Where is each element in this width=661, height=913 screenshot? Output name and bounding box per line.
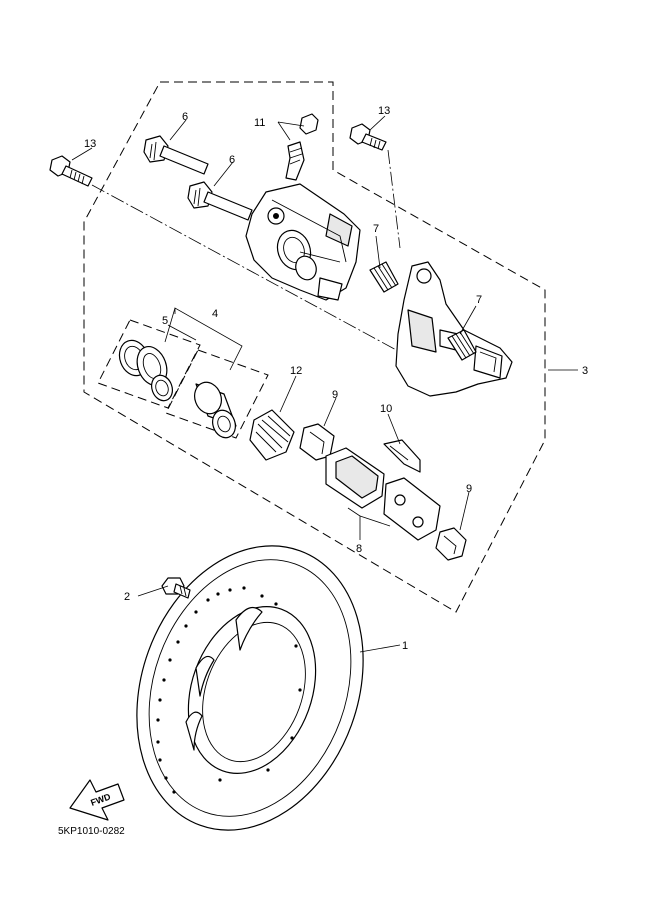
brake-disc [136,545,364,831]
brake-pad-outer [383,477,441,541]
caliper-piston [194,381,237,439]
slide-pin-upper [143,135,209,175]
caliper-body [245,183,361,301]
callout-13-left: 13 [84,138,96,150]
diagram-code: 5KP1010-0282 [58,826,125,837]
disc-bolt [161,577,191,599]
caliper-bracket [395,261,513,397]
callout-9-lower: 9 [466,483,472,495]
disc-holes [156,586,302,794]
mounting-bolt-left [49,155,93,187]
callout-13-right: 13 [378,105,390,117]
callout-5: 5 [162,315,168,327]
piston-seal-kit [118,339,173,402]
callout-8: 8 [356,543,362,555]
brake-pad-inner [325,447,385,509]
assembly-boundary [83,81,546,613]
callout-1: 1 [402,640,408,652]
centre-line-a [91,184,401,353]
callout-10: 10 [380,403,392,415]
pin-boot-lower [447,329,477,361]
mounting-bolt-right [349,123,387,151]
pad-shim [383,439,421,473]
callout-7-lower: 7 [476,294,482,306]
callout-12: 12 [290,365,302,377]
centre-line-c [387,149,401,249]
pad-insulator [249,409,295,461]
callout-3: 3 [582,365,588,377]
forward-arrow-icon: FWD [69,779,125,821]
callout-2: 2 [124,591,130,603]
pad-support-lower [435,527,467,561]
leader-lines [71,115,578,653]
callout-6-lower: 6 [229,154,235,166]
callout-9-upper: 9 [332,389,338,401]
callout-4: 4 [212,308,218,320]
callout-labels: 1 2 3 4 5 6 6 7 7 8 9 9 10 11 12 13 13 [84,105,588,652]
seal-kit-box-4 [165,349,269,439]
bleed-screw [285,113,319,181]
slide-pin-lower [187,181,253,221]
callout-6-upper: 6 [182,111,188,123]
callout-7-upper: 7 [373,223,379,235]
pin-boot-upper [369,261,399,293]
callout-11: 11 [254,117,265,129]
